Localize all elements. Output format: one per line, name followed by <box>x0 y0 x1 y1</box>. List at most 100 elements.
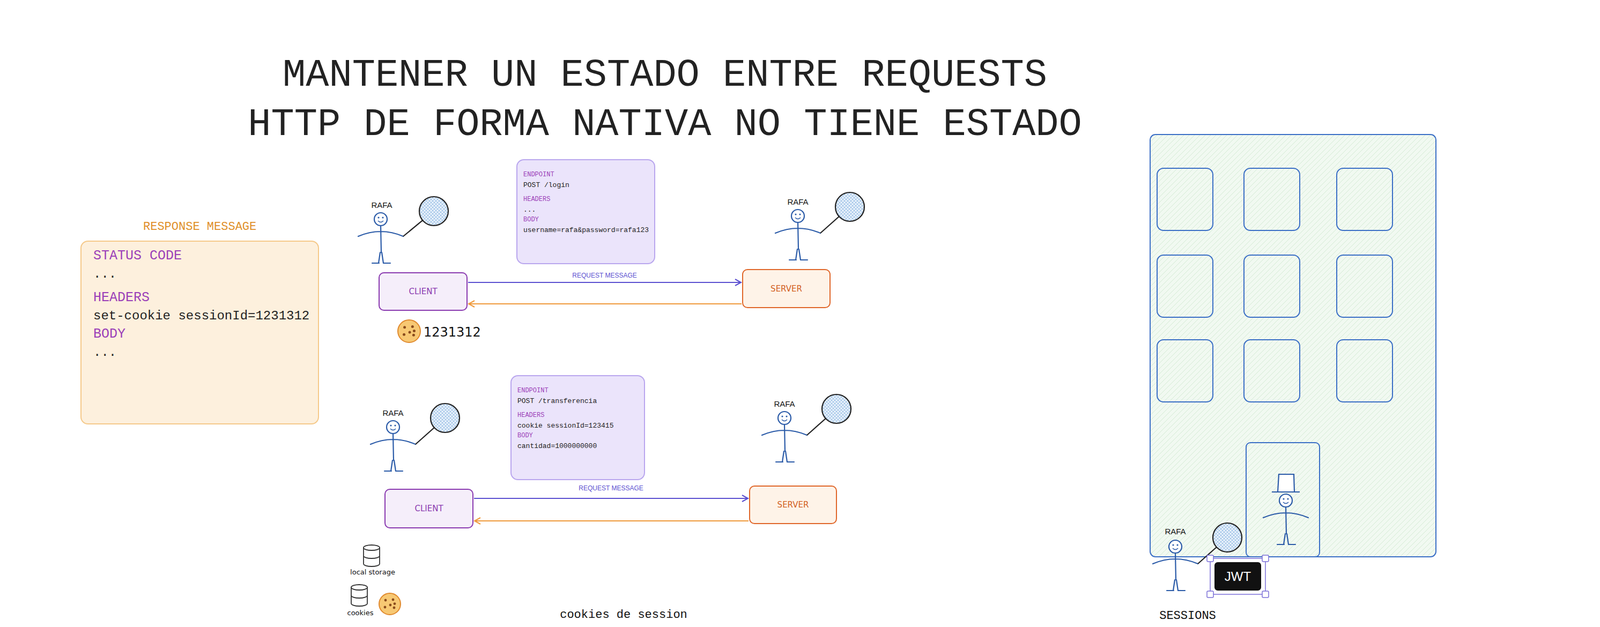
person-name: RAFA <box>787 197 809 207</box>
client-box: CLIENT <box>384 489 474 529</box>
window <box>1243 255 1300 318</box>
stick-figure <box>761 394 851 463</box>
cookie-chip <box>402 333 406 337</box>
node-text: set-cookie sessionId=1231312 <box>93 307 310 326</box>
field-heading: BODY <box>517 431 639 442</box>
eye <box>377 216 380 219</box>
stick-figure <box>358 196 449 264</box>
selection-handle <box>1262 555 1269 562</box>
eye <box>1286 498 1289 500</box>
message-arrow <box>468 303 742 305</box>
field-heading: HEADERS <box>517 410 639 421</box>
magnifier-lens <box>821 394 851 424</box>
field-heading: RESPONSE MESSAGE <box>81 220 318 235</box>
magnifier-handle <box>415 427 435 445</box>
node-text: ... <box>93 343 310 362</box>
edge-label: REQUEST MESSAGE <box>570 271 639 280</box>
eye <box>389 424 392 427</box>
request-message-box: ENDPOINTPOST /loginHEADERS...BODYusernam… <box>516 159 656 265</box>
client-box: CLIENT <box>378 272 468 311</box>
storage-icon <box>363 545 380 567</box>
magnifier-lens <box>1212 523 1242 553</box>
person-name: RAFA <box>382 409 404 419</box>
person-name: RAFA <box>371 201 392 211</box>
eye <box>1176 544 1179 546</box>
door <box>1246 442 1320 558</box>
figure-body <box>761 424 807 463</box>
head <box>386 420 400 434</box>
cookie-icon <box>379 593 401 616</box>
server-box: SERVER <box>749 485 837 525</box>
node-text: cookie sessionId=123415 <box>517 420 639 432</box>
field-heading: HEADERS <box>93 289 310 308</box>
section-caption: SESSIONS <box>1159 610 1217 624</box>
request-message-box: ENDPOINTPOST /transferenciaHEADERScookie… <box>510 375 646 481</box>
eye <box>785 415 788 418</box>
figure-body <box>370 433 416 472</box>
figure-body <box>1263 507 1309 545</box>
head <box>791 209 805 223</box>
server-box: SERVER <box>742 269 831 309</box>
cookie-body <box>397 320 421 343</box>
section-caption: cookies de session <box>559 609 688 622</box>
smile <box>1283 502 1289 505</box>
node-text: username=rafa&password=rafa123 <box>523 225 649 236</box>
selection-frame <box>1206 555 1269 598</box>
eye <box>1282 498 1285 500</box>
cookie-chip <box>393 602 397 606</box>
cookie-chip <box>412 334 416 337</box>
stick-figure <box>1263 494 1309 545</box>
magnifier-handle <box>806 418 826 436</box>
magnifier-lens <box>430 403 460 433</box>
stick-figure <box>370 403 460 472</box>
field-heading: BODY <box>93 325 310 344</box>
node-text: CLIENT <box>408 286 437 297</box>
head <box>1279 494 1293 508</box>
window <box>1336 168 1393 231</box>
window <box>1157 255 1213 318</box>
cookie-body <box>379 593 401 616</box>
eye <box>781 415 783 418</box>
cookie-chip <box>403 326 406 329</box>
eye <box>794 213 797 216</box>
node-text: POST /login <box>523 180 649 191</box>
node-text: ... <box>93 265 310 284</box>
field-heading: HEADERS <box>523 194 649 205</box>
node-text: ... <box>523 204 649 216</box>
diagram-title: MANTENER UN ESTADO ENTRE REQUESTS HTTP D… <box>240 50 1089 150</box>
smile <box>781 419 788 422</box>
storage-label: cookies <box>347 609 374 618</box>
cookie-chip <box>391 598 395 602</box>
field-heading: ENDPOINT <box>523 169 649 181</box>
field-heading: BODY <box>523 215 649 226</box>
jwt-token: JWT <box>1214 562 1262 591</box>
magnifier-lens <box>835 192 865 222</box>
stick-figure <box>775 192 865 261</box>
figure-body <box>775 222 821 261</box>
magnifier-handle <box>403 220 423 237</box>
eye <box>381 216 384 219</box>
node-text: cantidad=1000000000 <box>517 441 639 452</box>
head <box>1168 540 1182 554</box>
message-arrow <box>473 498 748 500</box>
magnifier-handle <box>1197 547 1217 565</box>
response-message-box: RESPONSE MESSAGESTATUS CODE...HEADERSset… <box>80 240 320 425</box>
node-text: POST /transferencia <box>517 396 639 407</box>
building <box>1150 134 1436 558</box>
window <box>1243 339 1300 403</box>
head <box>778 411 791 425</box>
node-text: CLIENT <box>414 504 443 514</box>
node-text: SERVER <box>770 284 803 294</box>
smile <box>378 220 384 223</box>
window <box>1336 255 1393 318</box>
selection-handle <box>1206 591 1214 598</box>
smile <box>390 428 396 431</box>
window <box>1243 168 1300 231</box>
cookie-chip <box>412 329 416 333</box>
cylinder-top <box>363 545 380 551</box>
node-text: JWT <box>1224 569 1251 585</box>
magnifier-handle <box>820 216 840 234</box>
cookie-chip <box>393 606 396 610</box>
person-name: RAFA <box>773 400 795 410</box>
